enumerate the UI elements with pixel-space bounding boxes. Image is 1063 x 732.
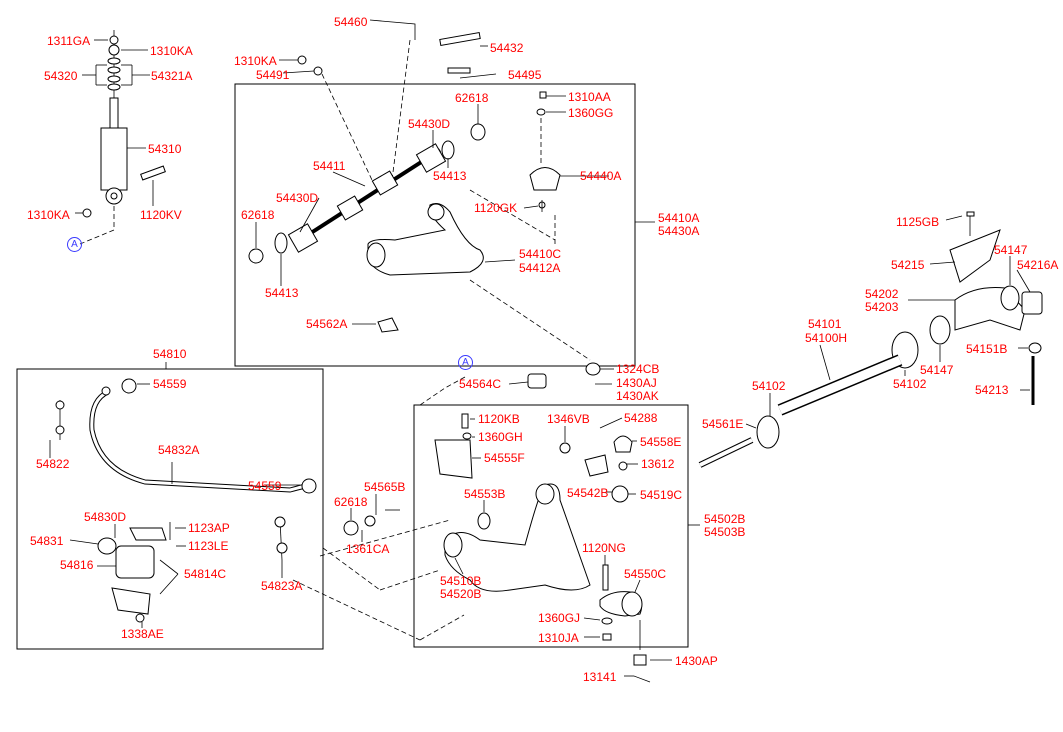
part-label: 54310 <box>148 142 182 156</box>
part-label: 54432 <box>490 41 524 55</box>
part-label: 54559 <box>248 479 282 493</box>
part-label: 54101 <box>808 317 842 331</box>
part-label: 54203 <box>865 300 899 314</box>
part-label: 1338AE <box>121 627 164 641</box>
part-label: 54550C <box>624 567 667 581</box>
part-label: 54147 <box>920 363 954 377</box>
part-label: 54147 <box>994 243 1028 257</box>
part-label: 54411 <box>313 159 346 173</box>
part-label: 54564C <box>459 377 502 391</box>
part-label: 1120KV <box>140 208 182 222</box>
part-label: 1430AJ <box>616 376 657 390</box>
reference-marker: A <box>458 355 473 370</box>
part-label: 1125GB <box>896 215 940 229</box>
part-label: 54519C <box>640 488 683 502</box>
part-label: 1324CB <box>616 362 660 376</box>
part-label: 54288 <box>624 411 658 425</box>
part-label: 1310KA <box>150 44 193 58</box>
part-label: 54510B <box>440 574 482 588</box>
part-label: 1310KA <box>27 208 70 222</box>
driveshaft-leaders <box>745 215 1031 429</box>
part-label: 54565B <box>364 480 406 494</box>
part-label: 54832A <box>158 443 200 457</box>
part-label: 54440A <box>580 169 622 183</box>
driveshaft-parts <box>698 211 1043 468</box>
part-label: 54430A <box>658 224 700 238</box>
stabilizer-leaders <box>49 362 300 628</box>
part-label: 1311GA <box>47 34 91 48</box>
part-label: 54520B <box>440 587 482 601</box>
part-label: 54410A <box>658 211 700 225</box>
part-label: 54216A <box>1017 258 1059 272</box>
stabilizer-parts <box>55 378 317 623</box>
part-label: 54460 <box>334 15 368 29</box>
part-label: 1430AP <box>675 654 718 668</box>
lower-arm-frame <box>413 404 689 648</box>
part-label: 54495 <box>508 68 542 82</box>
part-label: 54502B <box>704 512 746 526</box>
part-label: 1360GJ <box>538 611 581 625</box>
part-label: 54830D <box>84 510 127 524</box>
part-label: 54100H <box>805 331 848 345</box>
part-label: 62618 <box>334 495 368 509</box>
part-label: 62618 <box>241 208 275 222</box>
part-label: 1123AP <box>188 521 230 535</box>
part-label: 54561E <box>702 417 744 431</box>
part-label: 54562A <box>306 317 348 331</box>
part-label: 1310JA <box>538 631 579 645</box>
part-label: 62618 <box>455 91 489 105</box>
part-label: 54413 <box>433 169 467 183</box>
part-label: 54558E <box>640 435 682 449</box>
shock-absorber <box>79 30 166 245</box>
part-label: 1120KB <box>478 412 520 426</box>
part-label: 54413 <box>265 286 299 300</box>
part-label: 54215 <box>891 258 925 272</box>
part-label: 1120NG <box>582 541 626 555</box>
part-label: 1346VB <box>547 412 590 426</box>
part-label: 54503B <box>704 525 746 539</box>
lower-arm-leaders <box>350 368 700 677</box>
part-label: 54412A <box>519 261 561 275</box>
part-label: 13612 <box>641 457 675 471</box>
part-label: 54320 <box>44 69 78 83</box>
part-label: 54553B <box>464 487 506 501</box>
shock-leaders <box>75 39 154 214</box>
reference-marker: A <box>67 237 82 252</box>
upper-arm-leaders <box>255 59 655 325</box>
part-label: 54151B <box>966 342 1008 356</box>
part-label: 54542B <box>567 486 609 500</box>
stabilizer-frame <box>16 368 324 650</box>
part-label: 54102 <box>893 377 927 391</box>
part-label: 54816 <box>60 558 94 572</box>
part-label: 1430AK <box>616 389 659 403</box>
lower-arm-parts <box>292 279 651 683</box>
upper-arm-parts <box>248 19 561 333</box>
part-label: 54321A <box>151 69 193 83</box>
part-label: 54814C <box>184 567 227 581</box>
part-label: 54213 <box>975 383 1009 397</box>
part-label: 1360GG <box>568 106 614 120</box>
part-label: 54430D <box>408 117 451 131</box>
part-label: 1310AA <box>568 90 611 104</box>
part-label: 54430D <box>276 191 319 205</box>
part-label: 54491 <box>256 68 290 82</box>
part-label: 1360GH <box>478 430 523 444</box>
upper-arm-frame <box>234 83 636 367</box>
part-label: 1310KA <box>234 54 277 68</box>
part-label: 54823A <box>261 579 303 593</box>
part-label: 1123LE <box>188 539 229 553</box>
part-label: 54810 <box>153 347 187 361</box>
part-label: 1120GK <box>474 201 518 215</box>
part-label: 54559 <box>153 377 187 391</box>
part-label: 54555F <box>484 451 525 465</box>
part-label: 54831 <box>30 534 64 548</box>
part-label: 54102 <box>752 379 786 393</box>
part-label: 54822 <box>36 457 70 471</box>
part-label: 54202 <box>865 287 899 301</box>
part-label: 13141 <box>583 670 617 684</box>
part-label: 54410C <box>519 247 562 261</box>
part-label: 1361CA <box>346 542 390 556</box>
